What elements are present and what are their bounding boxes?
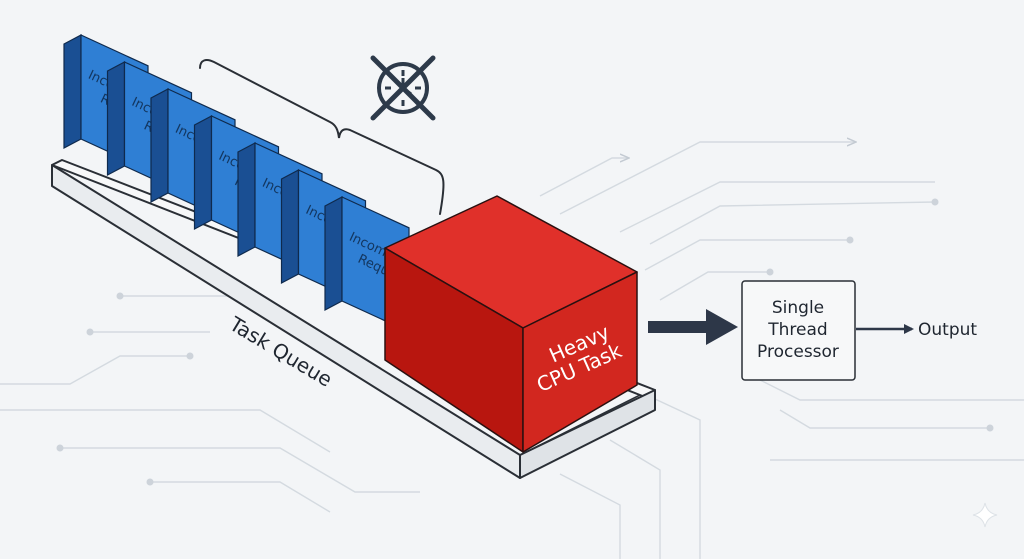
request-side-face: [150, 88, 169, 203]
request-side-face: [324, 196, 343, 311]
circuit-trace: [779, 409, 990, 429]
tray-end-face: [519, 389, 656, 479]
circuit-node: [146, 478, 154, 486]
circuit-node: [86, 328, 94, 336]
processor-label-line2: Thread: [767, 320, 827, 340]
request-side-face: [106, 61, 126, 176]
circuit-trace: [539, 158, 628, 197]
heavy-cpu-task-block: Heavy CPU Task: [384, 195, 638, 453]
circuit-trace: [639, 391, 701, 559]
circuit-node: [116, 292, 124, 300]
task-to-processor-arrow: [648, 309, 738, 345]
circuit-trace: [559, 142, 855, 215]
processor-box: [741, 280, 856, 381]
tray-inner-lip: [519, 394, 641, 456]
queue-brace: [199, 59, 445, 215]
request-side-face: [63, 34, 82, 149]
task-side-face: [522, 271, 638, 453]
circuit-node: [186, 352, 194, 360]
circuit-node: [846, 236, 854, 244]
circuit-trace: [644, 239, 850, 271]
circuit-trace: [609, 439, 661, 559]
circuit-node: [56, 444, 64, 452]
circuit-trace: [759, 379, 1024, 401]
request-side-face: [280, 169, 300, 284]
circuit-trace: [649, 201, 936, 245]
circuit-trace: [659, 271, 770, 301]
output-label: Output: [918, 320, 977, 340]
circuit-trace: [559, 473, 621, 559]
circuit-trace: [60, 447, 420, 493]
circuit-trace: [0, 355, 190, 385]
request-side-face: [193, 115, 213, 230]
blocked-clock-icon: [370, 55, 436, 121]
circuit-trace: [0, 409, 331, 453]
circuit-nodes: [56, 198, 994, 486]
circuit-node: [986, 424, 994, 432]
processor-label-line1: Single: [772, 298, 824, 318]
processor-label-line3: Processor: [757, 342, 839, 362]
circuit-trace: [150, 481, 331, 513]
single-thread-processor: Single Thread Processor: [741, 280, 856, 381]
circuit-node: [931, 198, 939, 206]
circuit-background: [0, 142, 1024, 559]
circuit-node: [766, 268, 774, 276]
request-side-face: [237, 142, 256, 257]
circuit-trace: [619, 181, 935, 233]
sparkle-icon: [972, 502, 998, 528]
